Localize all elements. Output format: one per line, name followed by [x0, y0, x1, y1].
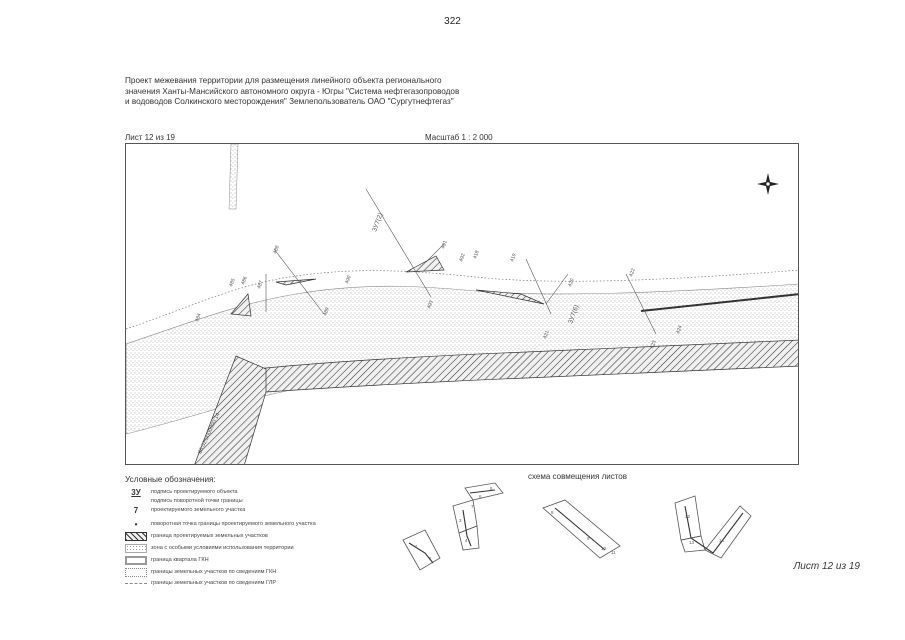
parcel-strip: [255, 339, 798, 393]
scheme-sheet-number: 7: [471, 504, 474, 509]
scheme-sheet-number: 12: [685, 514, 691, 519]
scheme-sheet-number: 1: [415, 544, 418, 549]
parcel-label: 3У7(2): [371, 212, 384, 233]
scheme-sheet-number: 4: [465, 538, 468, 543]
point-label: 490: [344, 275, 353, 285]
legend-item: граница квартала ГКН: [125, 555, 209, 565]
point-label: 493: [426, 300, 435, 310]
parcel-triangle: [275, 278, 317, 286]
legend-text: зона с особыми условиями использования т…: [151, 545, 294, 551]
legend-item: подпись поворотной точки границы: [125, 496, 243, 506]
title-line: Проект межевания территории для размещен…: [125, 76, 442, 85]
legend-symbol-stipple: [125, 543, 147, 553]
point-label: 419: [509, 253, 518, 263]
point-label: 487: [256, 280, 265, 290]
legend-item: 3У подпись проектируемого объекта: [125, 487, 238, 497]
legend-text: границы земельных участков по сведениям …: [151, 580, 277, 586]
legend-text: границы земельных участков по сведениям …: [151, 569, 277, 575]
road-strip: [228, 144, 239, 210]
document-title: Проект межевания территории для размещен…: [125, 76, 545, 108]
scheme-sheet-number: 8: [551, 510, 554, 515]
scheme-sheet-number: 5: [490, 486, 493, 491]
legend-text: проектируемого земельного участка: [151, 507, 246, 513]
scale-label: Масштаб 1 : 2 000: [425, 133, 493, 142]
legend-text: подпись проектируемого объекта: [151, 489, 238, 495]
point-label: 424: [675, 325, 684, 335]
legend-symbol: 7: [133, 505, 139, 515]
legend-text: граница квартала ГКН: [151, 557, 209, 563]
scheme-sheet-number: 10: [601, 546, 607, 551]
legend-item: 7 проектируемого земельного участка: [125, 505, 245, 515]
point-label: 421: [542, 330, 551, 340]
legend-text: поворотная точка границы проектируемого …: [151, 521, 316, 527]
legend-item: зона с особыми условиями использования т…: [125, 543, 294, 553]
point-label: 491: [440, 240, 449, 250]
scheme-sheet-number: 11: [611, 550, 616, 555]
legend-symbol-gkn: [125, 567, 147, 577]
parcel-leg: [194, 355, 267, 464]
title-line: значения Ханты-Мансийского автономного о…: [125, 86, 460, 96]
page-number: 322: [444, 16, 461, 27]
legend-symbol-block: [125, 555, 147, 565]
title-line: и водоводов Солкинского месторождения" З…: [125, 97, 454, 106]
sheet-label: Лист 12 из 19: [125, 133, 175, 142]
legend-symbol: 3У: [131, 487, 141, 497]
cadastral-map: 484 485 486 487 488 489 490 491 492 493 …: [125, 143, 799, 465]
point-label: 488: [272, 245, 281, 255]
point-label: 489: [322, 307, 331, 317]
scheme-sheet-number: 6: [479, 494, 482, 499]
legend-item: • поворотная точка границы проектируемог…: [125, 519, 316, 529]
legend-text: граница проектируемых земельных участков: [151, 533, 268, 539]
legend-item: границы земельных участков по сведениям …: [125, 567, 276, 577]
point-label: 486: [240, 276, 249, 286]
scheme-sheet-number: 3: [459, 518, 462, 523]
parcel-boundary: [640, 293, 798, 312]
parcel-triangle: [475, 289, 545, 305]
dotted-band: [126, 269, 798, 330]
point-label: 423: [649, 340, 658, 350]
point-label: 422: [628, 268, 637, 278]
legend-item: границы земельных участков по сведениям …: [125, 578, 276, 588]
scheme-sheet-number: 9: [587, 536, 590, 541]
footer-sheet-label: Лист 12 из 19: [793, 561, 860, 572]
parcel-triangle: [230, 293, 252, 317]
legend-text: подпись поворотной точки границы: [151, 498, 243, 504]
legend-item: граница проектируемых земельных участков: [125, 531, 268, 541]
scheme-title: схема совмещения листов: [528, 472, 627, 481]
point-label: 492: [458, 253, 467, 263]
map-svg: 484 485 486 487 488 489 490 491 492 493 …: [126, 144, 798, 464]
scheme-sheet-number: 13: [689, 540, 695, 545]
parcel-triangle: [405, 255, 445, 273]
legend-title: Условные обозначения:: [125, 475, 216, 484]
legend-symbol-hatch: [125, 531, 147, 541]
legend-symbol-glr: [125, 582, 147, 584]
legend-symbol: •: [134, 519, 138, 529]
north-arrow-icon: [757, 173, 779, 195]
point-label: 418: [472, 250, 481, 260]
leader-lines: [265, 188, 657, 335]
point-label: 485: [228, 278, 237, 288]
scheme-sheet-number: 14: [719, 538, 725, 543]
point-label: 484: [194, 313, 203, 323]
scheme-sheet-number: 2: [429, 556, 432, 561]
sheet-scheme: 1 2 3 4 5 6 7 8 9 10 11 12 13 14: [402, 482, 752, 571]
point-label: 420: [567, 278, 576, 288]
